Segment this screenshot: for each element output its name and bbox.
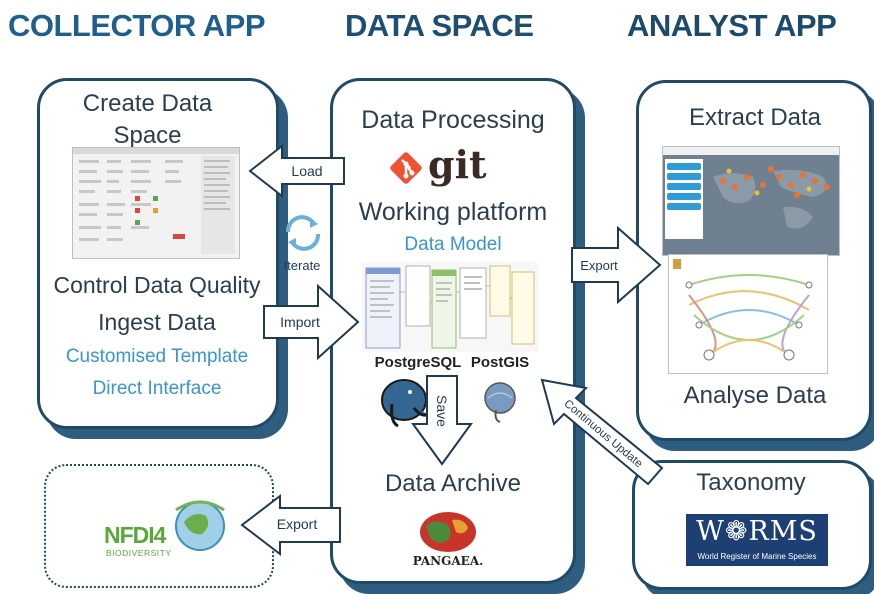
taxonomy-label: Taxonomy (696, 469, 806, 496)
save-label: Save (434, 395, 450, 427)
control-data-quality-label: Control Data Quality (53, 272, 261, 298)
export-left-arrow (240, 494, 341, 556)
nfdi-globe-icon (175, 500, 225, 551)
save-arrow (411, 375, 473, 466)
load-label: Load (291, 163, 323, 179)
export-right-label: Export (580, 258, 618, 273)
analyse-data-network-screenshot (668, 254, 828, 374)
git-icon (390, 152, 422, 184)
load-arrow (248, 144, 345, 198)
worms-subtitle: World Register of Marine Species (697, 552, 817, 561)
ingest-data-label: Ingest Data (98, 309, 216, 335)
worms-logo: W❁RMS World Register of Marine Species (686, 514, 828, 566)
pangaea-logo-icon (420, 512, 476, 552)
export-left-label: Export (276, 516, 318, 532)
import-arrow (263, 284, 360, 360)
direct-interface-label: Direct Interface (92, 378, 222, 399)
extract-data-map-screenshot (662, 146, 840, 256)
data-model-label: Data Model (404, 234, 502, 255)
collector-screenshot (72, 147, 240, 259)
iterate-cycle-icon (286, 215, 320, 251)
analyst-app-header: ANALYST APP (627, 8, 837, 43)
network-graph-icon (673, 259, 813, 361)
data-space-header: DATA SPACE (345, 8, 534, 43)
pangaea-label: PANGAEA. (412, 554, 484, 568)
git-logo: git (386, 142, 496, 192)
postgresql-elephant-icon (381, 379, 429, 428)
data-archive-label: Data Archive (384, 470, 522, 497)
nfdi-subtitle: BIODIVERSITY (106, 548, 172, 558)
import-label: Import (280, 314, 320, 330)
analyse-data-label: Analyse Data (683, 382, 827, 409)
nfdi-wordmark: NFDI4 (104, 522, 166, 548)
schema-diagram-icon (362, 262, 538, 352)
iterate-label: Iterate (283, 258, 321, 273)
nfdi4biodiversity-logo: NFDI4 BIODIVERSITY (104, 500, 244, 566)
export-right-arrow (571, 226, 662, 304)
collector-form-icon (73, 148, 239, 254)
nfdi-panel (44, 464, 274, 588)
world-map-icon (663, 147, 839, 255)
collector-app-header: COLLECTOR APP (8, 8, 266, 43)
data-processing-label: Data Processing (361, 106, 545, 134)
continuous-update-arrow (540, 378, 664, 486)
create-data-space-label: Create Data Space (82, 90, 213, 149)
working-platform-label: Working platform (358, 198, 548, 226)
worms-wordmark: W❁RMS (696, 516, 818, 547)
postgresql-label: PostgreSQL (374, 354, 462, 371)
git-wordmark: git (428, 142, 487, 187)
extract-data-label: Extract Data (688, 104, 822, 131)
customised-template-label: Customised Template (65, 346, 249, 367)
postgis-label: PostGIS (470, 354, 530, 371)
postgis-icon (484, 382, 516, 423)
data-model-schema (362, 262, 538, 352)
